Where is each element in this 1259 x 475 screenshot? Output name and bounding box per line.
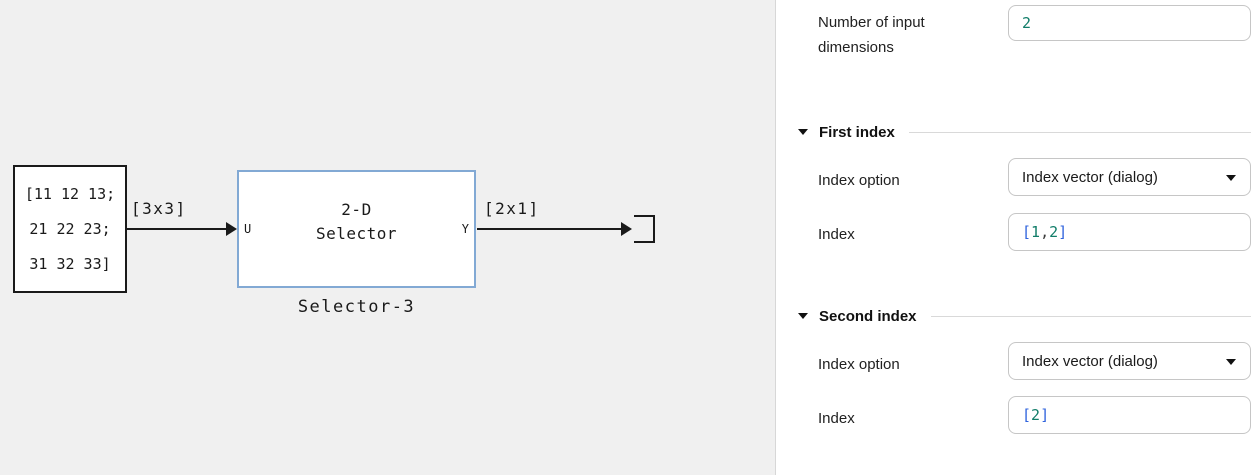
collapse-icon[interactable] xyxy=(798,313,808,319)
model-canvas[interactable]: [11 12 13; 21 22 23; 31 32 33] [3x3] U 2… xyxy=(0,0,776,475)
arrowhead-icon xyxy=(226,222,237,236)
selector-block-name[interactable]: Selector-3 xyxy=(297,297,416,317)
index-label: Index xyxy=(818,410,855,427)
constant-matrix-block[interactable]: [11 12 13; 21 22 23; 31 32 33] xyxy=(13,165,127,293)
selector-block[interactable]: U 2-D Selector Y xyxy=(237,170,476,288)
section-header-second-index: Second index xyxy=(798,307,1251,325)
section-title: First index xyxy=(819,123,895,141)
index-field[interactable]: [2] xyxy=(1008,396,1251,434)
index-field[interactable]: [1, 2] xyxy=(1008,213,1251,251)
dropdown-caret-icon xyxy=(1226,175,1236,181)
property-panel: Number of input dimensions 2 First index… xyxy=(777,0,1259,475)
index-option-dropdown[interactable]: Index vector (dialog) xyxy=(1008,342,1251,380)
dropdown-caret-icon xyxy=(1226,359,1236,365)
matrix-row: 21 22 23; xyxy=(29,219,111,238)
index-label: Index xyxy=(818,226,855,243)
output-signal-dimension-label: [2x1] xyxy=(484,199,540,218)
arrowhead-icon xyxy=(621,222,632,236)
section-divider xyxy=(930,315,1251,317)
output-port-label: Y xyxy=(461,222,469,236)
input-signal-wire[interactable] xyxy=(127,228,227,230)
input-port-label: U xyxy=(244,222,252,236)
index-option-dropdown[interactable]: Index vector (dialog) xyxy=(1008,158,1251,196)
section-divider xyxy=(908,131,1251,133)
section-header-first-index: First index xyxy=(798,123,1251,141)
unconnected-line-end-icon[interactable] xyxy=(634,215,655,243)
section-title: Second index xyxy=(819,307,917,325)
number-of-input-dimensions-field[interactable]: 2 xyxy=(1008,5,1251,41)
matrix-row: 31 32 33] xyxy=(29,254,111,273)
index-option-label: Index option xyxy=(818,356,900,373)
input-signal-dimension-label: [3x3] xyxy=(131,199,187,218)
selector-block-title: 2-D Selector xyxy=(315,200,398,243)
index-option-label: Index option xyxy=(818,172,900,189)
collapse-icon[interactable] xyxy=(798,129,808,135)
dropdown-value: Index vector (dialog) xyxy=(1022,168,1158,186)
dropdown-value: Index vector (dialog) xyxy=(1022,352,1158,370)
number-of-input-dimensions-label: Number of input dimensions xyxy=(818,14,925,56)
matrix-row: [11 12 13; xyxy=(24,184,116,203)
output-signal-wire[interactable] xyxy=(477,228,622,230)
